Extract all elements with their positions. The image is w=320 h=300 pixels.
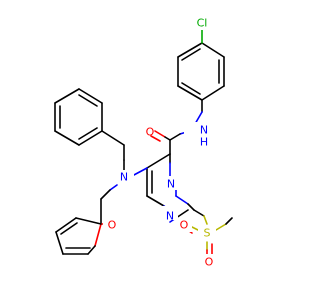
furan-ring [55,198,113,255]
molecule-structure: Cl N H O N N N O S O O [54,16,233,269]
chlorophenyl-ring [177,29,225,101]
atom-labels: Cl N H O N N N O S O O [103,16,217,269]
amine-substituents [100,130,148,200]
amide-nitrogen-atom: N [200,124,208,137]
chlorine-atom: Cl [197,17,208,30]
amine-nitrogen-atom: N [120,171,128,184]
sulfonyl-oxygen-left: O [180,219,189,232]
amide-hydrogen-atom: H [200,136,208,149]
amide-oxygen-atom: O [146,126,155,139]
furan-oxygen-atom: O [108,219,117,232]
pyrimidine-nitrogen-top: N [167,178,175,191]
sulfur-atom: S [204,227,211,240]
pyrimidine-nitrogen-bottom: N [166,210,174,223]
sulfonyl-oxygen-bottom: O [205,256,214,269]
benzyl-ring [54,88,103,146]
